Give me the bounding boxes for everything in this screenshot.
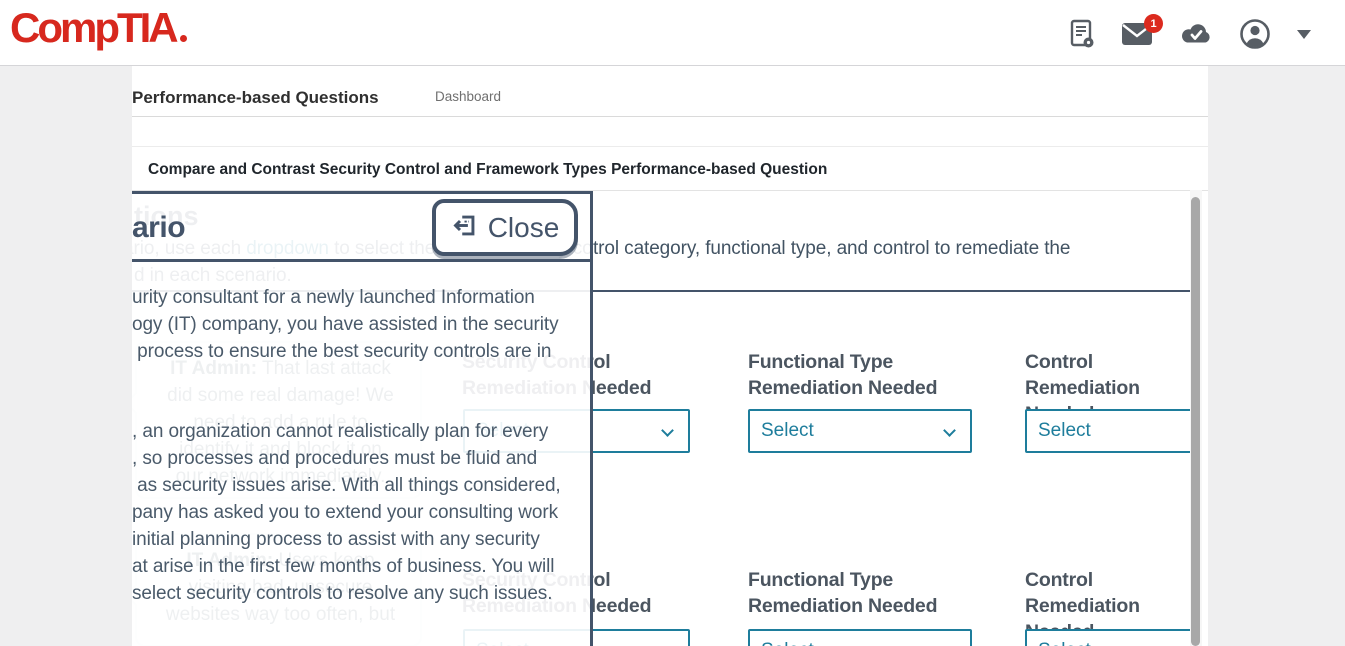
scenario-modal-title: Scenario	[132, 211, 186, 244]
close-button[interactable]: Close	[432, 199, 578, 256]
question-title: Compare and Contrast Security Control an…	[148, 161, 828, 178]
page-header: Performance-based Questions Dashboard	[132, 66, 1208, 117]
scenario-text-line: place.	[132, 365, 590, 392]
chevron-down-icon	[943, 424, 956, 437]
scenario-modal-body: As a security consultant for a newly lau…	[132, 262, 590, 607]
chevron-down-icon	[661, 424, 674, 437]
scenario-modal-header: Scenario Close	[132, 194, 590, 262]
scenario-text-line: need to select security controls to reso…	[132, 583, 553, 604]
topbar-icons: 1	[1069, 14, 1311, 50]
heading-functional-type-2: Functional Type Remediation Needed	[748, 569, 938, 617]
content-card: Performance-based Questions Dashboard Co…	[132, 66, 1208, 646]
scenario-text-line: However, an organization cannot realisti…	[132, 421, 549, 442]
mail-badge: 1	[1144, 14, 1163, 33]
cloud-check-icon[interactable]	[1179, 22, 1213, 46]
question-titlebar: Compare and Contrast Security Control an…	[132, 146, 1208, 190]
topbar: CompTIA 1	[0, 0, 1345, 66]
scenario-text-line: planning process to ensure the best secu…	[132, 341, 552, 362]
scenario-text-line: beyond the initial planning process to a…	[132, 529, 540, 550]
scenario-text-line: adaptable as security issues arise. With…	[132, 475, 561, 496]
select-control-remediation-2[interactable]: Select	[1025, 629, 1190, 646]
select-functional-type-1[interactable]: Select	[748, 409, 972, 453]
scenario-modal: Scenario Close As a security consultant …	[132, 191, 593, 646]
scenario-text-line: As a security consultant for a newly lau…	[132, 287, 535, 308]
document-icon[interactable]	[1069, 19, 1095, 49]
select-control-remediation-1[interactable]: Select	[1025, 409, 1190, 453]
scenario-text-line: the company has asked you to extend your…	[132, 502, 559, 523]
registered-mark-icon	[179, 35, 187, 42]
question-viewport: Instructions For each scenario, use each…	[132, 190, 1208, 646]
scenario-text-line: issues that arise in the first few month…	[132, 556, 555, 577]
scrollbar-thumb[interactable]	[1191, 197, 1200, 646]
avatar-icon[interactable]	[1239, 18, 1271, 50]
instructions-divider	[132, 290, 1190, 292]
chevron-down-icon[interactable]	[1297, 29, 1311, 39]
heading-functional-type-1: Functional Type Remediation Needed	[748, 351, 938, 399]
comptia-logo[interactable]: CompTIA	[10, 4, 187, 52]
heading-control-remediation-1: Control Remediation Needed	[1025, 351, 1140, 425]
exit-icon	[451, 212, 478, 244]
scenario-text-line: Technology (IT) company, you have assist…	[132, 314, 559, 335]
close-button-label: Close	[487, 211, 560, 243]
scenario-text-line: scenario, so processes and procedures mu…	[132, 448, 538, 469]
mail-icon[interactable]: 1	[1121, 14, 1163, 46]
breadcrumb-dashboard[interactable]: Dashboard	[435, 89, 502, 104]
page-title: Performance-based Questions	[132, 88, 379, 107]
select-functional-type-2[interactable]: Select	[748, 629, 972, 646]
brand-text: CompTIA	[10, 4, 179, 51]
